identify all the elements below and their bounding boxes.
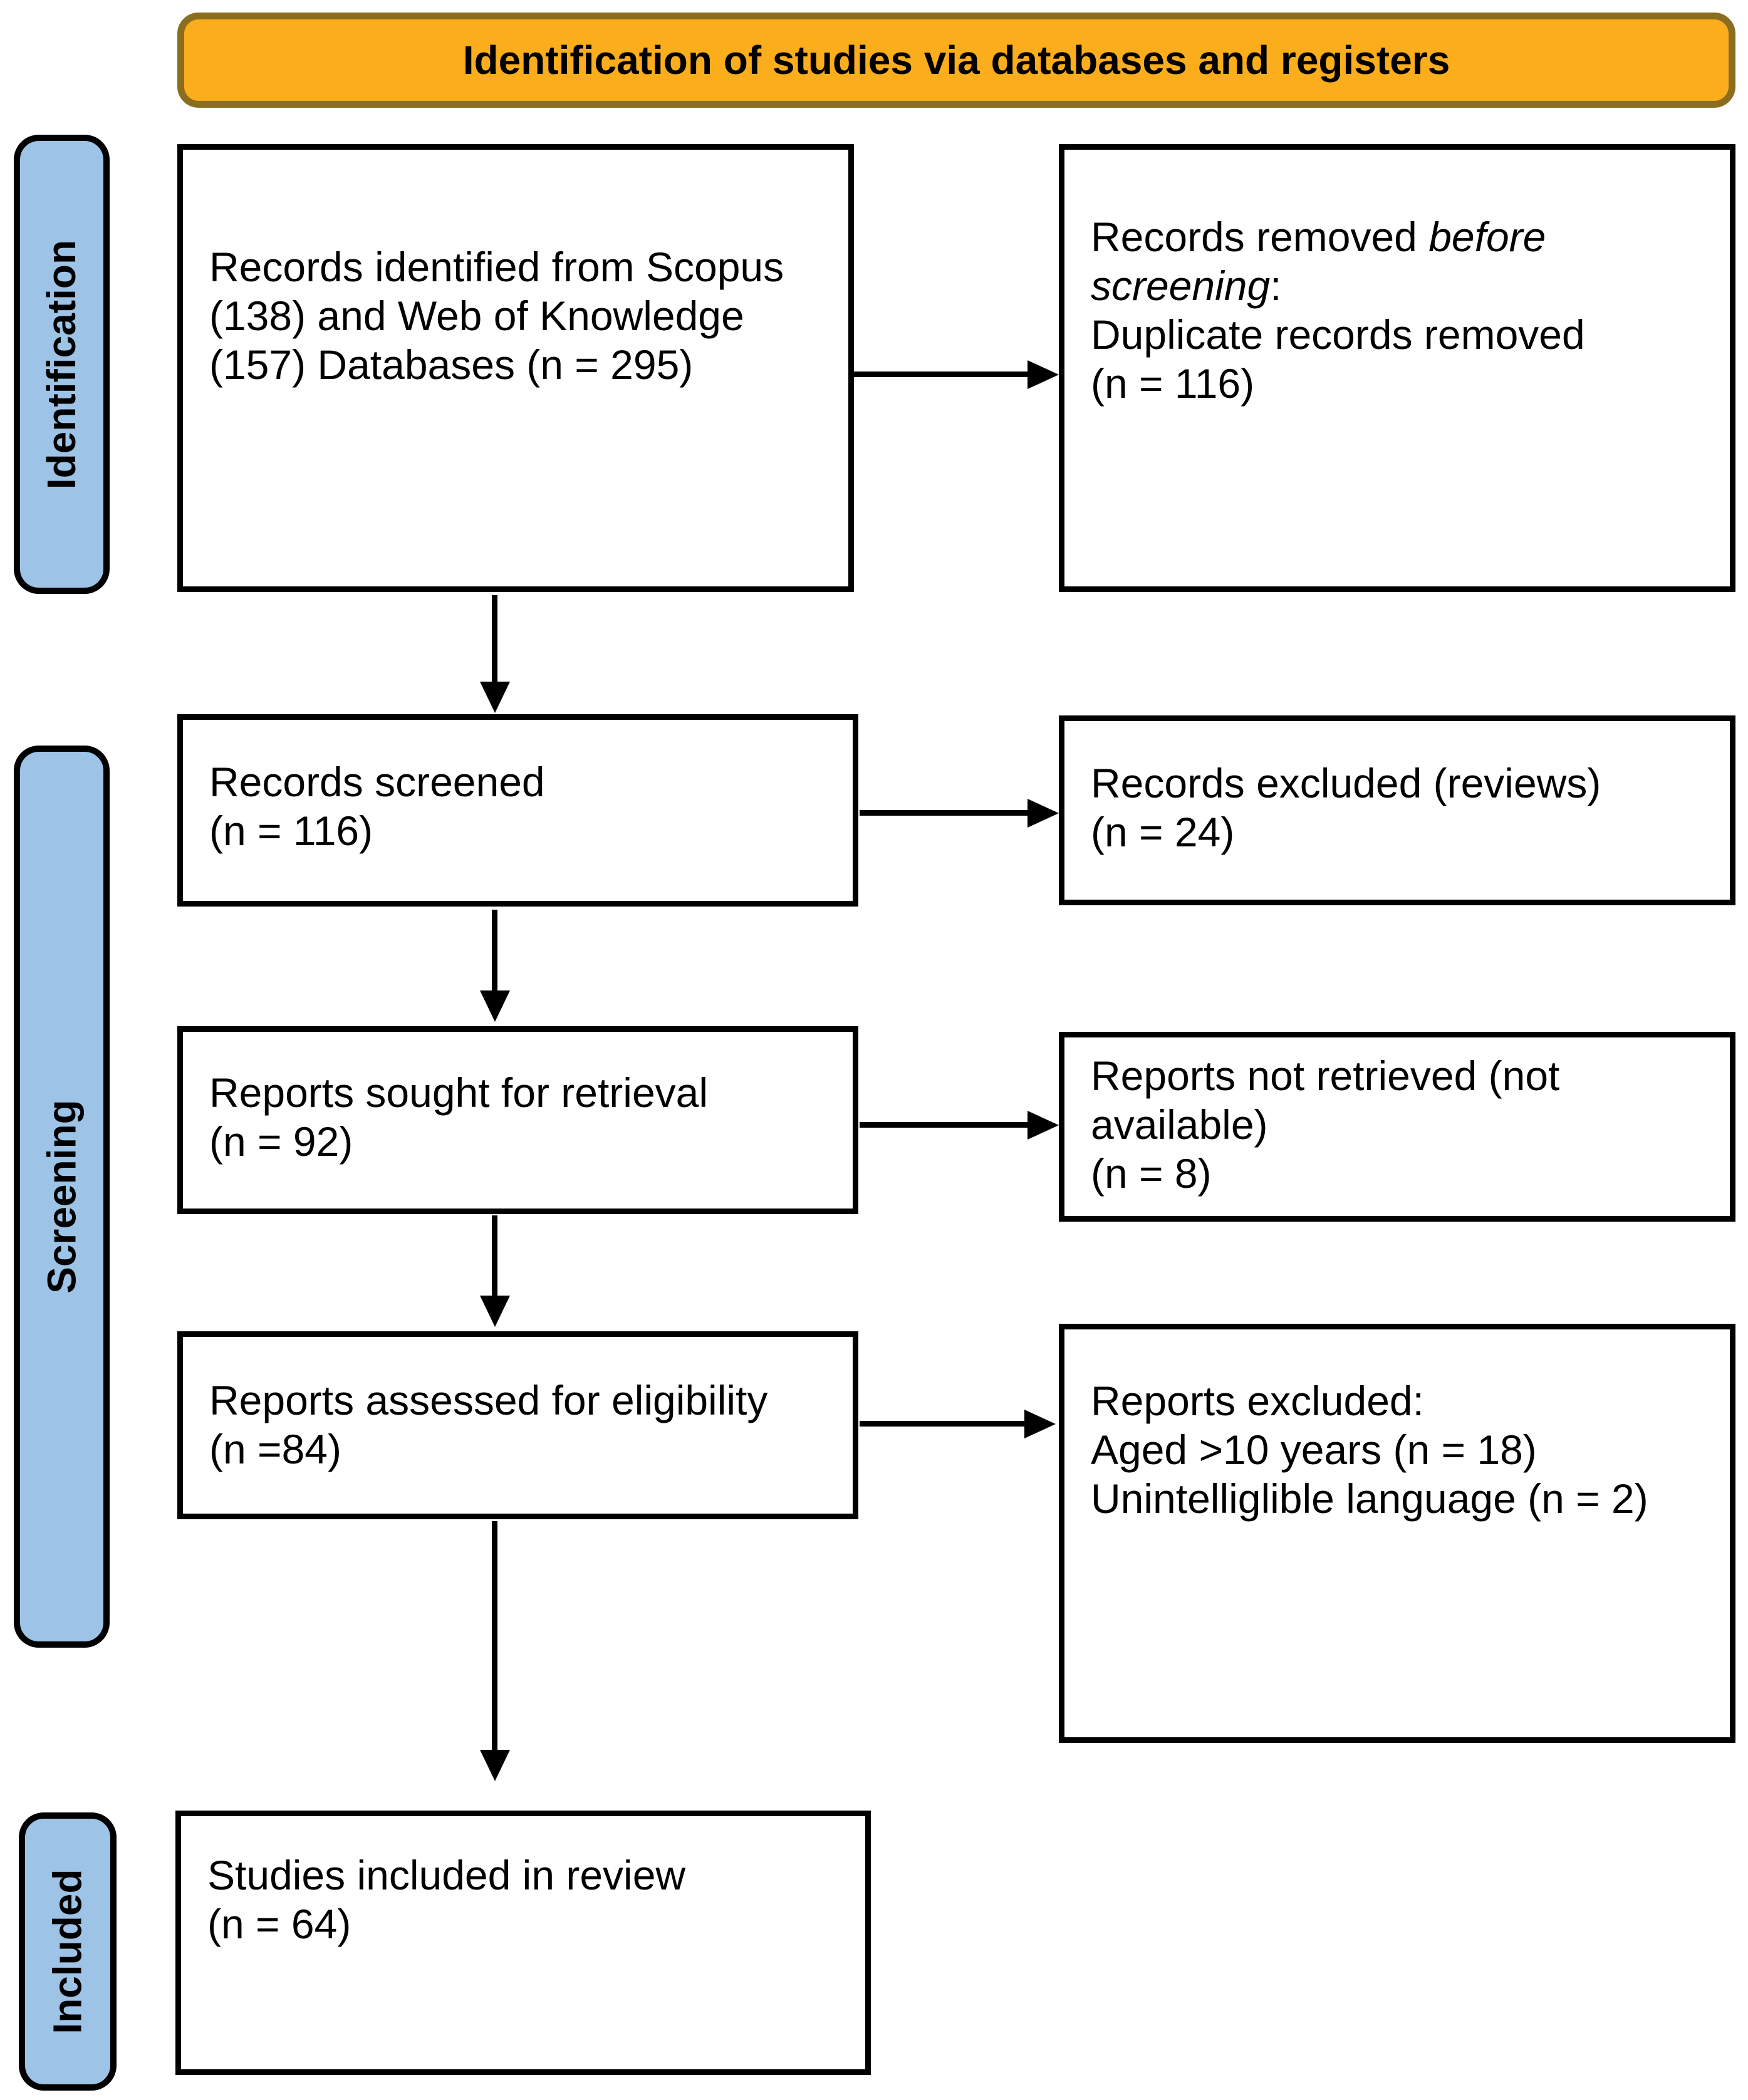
box-line: Records identified from Scopus bbox=[209, 244, 784, 290]
box-line: available) bbox=[1091, 1101, 1268, 1148]
arrow-right-icon bbox=[1024, 1410, 1056, 1438]
box-line: (n = 92) bbox=[209, 1118, 353, 1165]
arrow-screened-to-sought-line bbox=[492, 910, 497, 992]
box-line: Records removed before bbox=[1091, 212, 1717, 261]
text-segment: : bbox=[1270, 262, 1282, 309]
arrow-assessed-to-reportsexcluded-line bbox=[860, 1421, 1026, 1427]
box-reports-sought: Reports sought for retrieval (n = 92) bbox=[177, 1026, 858, 1214]
text-segment-italic: before bbox=[1428, 214, 1546, 260]
banner-identification-via-databases: Identification of studies via databases … bbox=[177, 13, 1735, 108]
box-reports-excluded: Reports excluded: Aged >10 years (n = 18… bbox=[1059, 1324, 1735, 1743]
box-studies-included: Studies included in review (n = 64) bbox=[175, 1811, 871, 2075]
arrow-identified-to-removed-line bbox=[849, 372, 1029, 377]
box-line: (157) Databases (n = 295) bbox=[209, 341, 694, 388]
arrow-right-icon bbox=[1027, 360, 1059, 389]
box-records-screened: Records screened (n = 116) bbox=[177, 714, 858, 907]
arrow-right-icon bbox=[1027, 1111, 1059, 1140]
text-segment-italic: screening bbox=[1091, 262, 1271, 309]
banner-label: Identification of studies via databases … bbox=[462, 38, 1450, 83]
box-line: Reports assessed for eligibility bbox=[209, 1377, 768, 1423]
box-line: (n = 64) bbox=[207, 1901, 351, 1947]
box-line: Reports excluded: bbox=[1091, 1378, 1424, 1424]
arrow-screened-to-excluded-line bbox=[860, 810, 1029, 816]
box-line: (138) and Web of Knowledge bbox=[209, 293, 744, 339]
phase-tab-included-label: Included bbox=[45, 1869, 90, 2034]
arrow-down-icon bbox=[480, 1296, 510, 1327]
arrow-sought-to-assessed-line bbox=[492, 1215, 497, 1297]
text-segment: Records removed bbox=[1091, 214, 1429, 260]
box-line: Records excluded (reviews) bbox=[1091, 760, 1601, 806]
arrow-down-icon bbox=[480, 990, 510, 1022]
phase-tab-included: Included bbox=[19, 1812, 117, 2091]
box-line: Records screened bbox=[209, 759, 545, 805]
arrow-identified-to-screened-line bbox=[492, 595, 497, 683]
box-records-identified: Records identified from Scopus (138) and… bbox=[177, 144, 854, 592]
box-line: (n =84) bbox=[209, 1426, 341, 1472]
phase-tab-identification: Identification bbox=[14, 135, 110, 594]
box-records-removed-before-screening: Records removed before screening: Duplic… bbox=[1059, 144, 1735, 592]
box-records-excluded: Records excluded (reviews) (n = 24) bbox=[1059, 715, 1735, 905]
box-line: (n = 24) bbox=[1091, 809, 1235, 855]
arrow-assessed-to-included-line bbox=[492, 1521, 497, 1751]
box-line: screening: bbox=[1091, 261, 1717, 310]
arrow-sought-to-notretrieved-line bbox=[860, 1122, 1029, 1128]
box-line: Aged >10 years (n = 18) bbox=[1091, 1427, 1537, 1473]
phase-tab-identification-label: Identification bbox=[39, 239, 85, 489]
phase-tab-screening-label: Screening bbox=[39, 1099, 85, 1294]
box-line: Reports not retrieved (not bbox=[1091, 1053, 1560, 1099]
box-line: (n = 116) bbox=[1091, 360, 1255, 407]
phase-tab-screening: Screening bbox=[14, 746, 110, 1648]
box-line: Studies included in review bbox=[207, 1852, 686, 1898]
box-line: Unintelliglible language (n = 2) bbox=[1091, 1475, 1648, 1522]
box-line: (n = 116) bbox=[209, 808, 373, 854]
box-reports-not-retrieved: Reports not retrieved (not available) (n… bbox=[1059, 1032, 1735, 1222]
box-line: (n = 8) bbox=[1091, 1150, 1212, 1197]
box-line: Duplicate records removed bbox=[1091, 311, 1585, 358]
box-reports-assessed: Reports assessed for eligibility (n =84) bbox=[177, 1331, 858, 1519]
arrow-down-icon bbox=[480, 1750, 510, 1781]
box-line: Reports sought for retrieval bbox=[209, 1069, 709, 1116]
arrow-down-icon bbox=[480, 682, 510, 713]
arrow-right-icon bbox=[1027, 799, 1059, 828]
